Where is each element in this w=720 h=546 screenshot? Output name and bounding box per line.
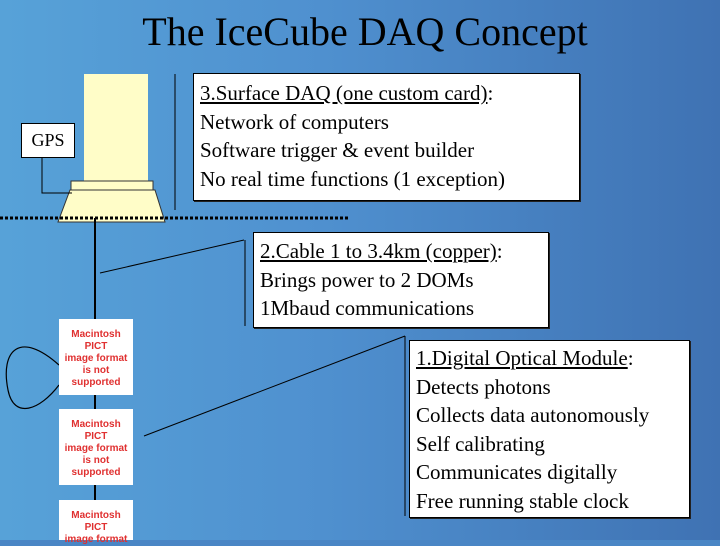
cable-heading-colon: : xyxy=(496,239,503,263)
cable-line-text: Brings power to 2 DOMs xyxy=(260,267,474,292)
dom-line: Collects data autonomously xyxy=(416,403,650,427)
dom-line: Free running stable clock xyxy=(416,488,629,513)
slide-title: The IceCube DAQ Concept xyxy=(142,9,588,54)
dom-box: 1.Digital Optical Module: Detects photon… xyxy=(409,340,690,518)
pict-text: image format xyxy=(64,443,128,454)
surface-daq-heading-colon: : xyxy=(487,81,494,105)
pict-text: Macintosh PICT xyxy=(71,329,121,352)
pict-text: Macintosh PICT xyxy=(71,510,121,533)
dom-image-placeholder: Macintosh PICT image format is not suppo… xyxy=(59,319,133,395)
surface-daq-heading-text: 3.Surface DAQ (one custom card) xyxy=(200,81,488,105)
dom-heading-text: 1.Digital Optical Module xyxy=(416,346,628,370)
computer-monitor xyxy=(84,74,148,184)
dom-image-placeholder: Macintosh PICT image format xyxy=(59,500,133,545)
computer-keyboard xyxy=(57,189,166,223)
surface-daq-box: 3.Surface DAQ (one custom card): Network… xyxy=(193,73,580,201)
surface-daq-heading: 3.Surface DAQ (one custom card): xyxy=(200,79,579,108)
pict-text: image format xyxy=(64,353,128,364)
gps-connector xyxy=(41,156,72,194)
dom-heading: 1.Digital Optical Module: xyxy=(416,344,689,373)
dom-callout-line xyxy=(143,335,406,437)
dom-image-placeholder: Macintosh PICT image format is not suppo… xyxy=(59,409,133,485)
dom-heading-colon: : xyxy=(627,346,634,370)
cable-heading-text: 2.Cable 1 to 3.4km (copper) xyxy=(260,239,497,263)
cable-callout-line xyxy=(99,239,245,274)
pict-text: is not supported xyxy=(71,455,121,478)
dom-line: Detects photons xyxy=(416,374,551,399)
surface-daq-line: Network of computers xyxy=(200,109,389,134)
cable-heading: 2.Cable 1 to 3.4km (copper): xyxy=(260,237,548,266)
cable-loop xyxy=(5,346,60,409)
cable-line-text: 1Mbaud communications xyxy=(260,296,475,320)
pict-text: is not supported xyxy=(71,365,121,388)
surface-daq-line: No real time functions (1 exception) xyxy=(200,166,505,191)
gps-box: GPS xyxy=(21,123,75,158)
surface-daq-line: Software trigger & event builder xyxy=(200,138,475,162)
pict-text: Macintosh PICT xyxy=(71,419,121,442)
dom-line: Self calibrating xyxy=(416,431,545,456)
dom-line: Communicates digitally xyxy=(416,460,618,484)
cable-box: 2.Cable 1 to 3.4km (copper): Brings powe… xyxy=(253,232,549,328)
pict-text: image format xyxy=(64,534,128,545)
